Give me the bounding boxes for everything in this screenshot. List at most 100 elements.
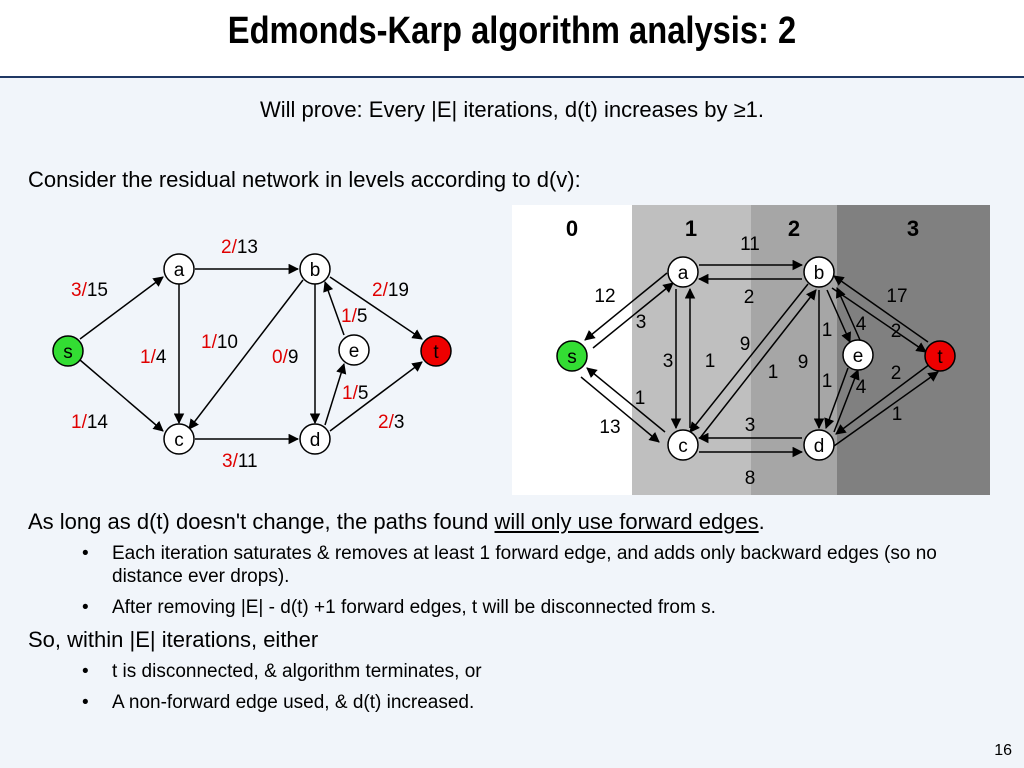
right-edge-e-b (836, 287, 861, 341)
left-edge-s-c (79, 359, 164, 432)
right-edge-d-e (833, 369, 860, 433)
left-node-t-label: t (433, 342, 439, 363)
right-label-be-upper: 1 (822, 320, 833, 341)
right-label-cd-top: 3 (745, 415, 756, 436)
right-label-ab-bottom: 2 (744, 287, 755, 308)
right-label-be-lower: 4 (856, 314, 867, 335)
left-node-d: d (299, 423, 331, 455)
bullet-text: t is disconnected, & algorithm terminate… (112, 661, 482, 682)
title-divider (0, 76, 1024, 78)
right-label-sc-outer: 13 (599, 417, 620, 438)
right-edge-labels: 11 2 12 3 17 2 3 1 9 1 1 4 9 1 4 13 1 3 … (594, 234, 907, 489)
bullet-symbol: • (82, 543, 89, 564)
forward-edges-paragraph: As long as d(t) doesn't change, the path… (28, 509, 765, 535)
right-edge-b-e (826, 289, 851, 343)
right-label-sa-outer: 12 (594, 286, 615, 307)
right-edge-s-c-fwd (580, 376, 660, 443)
left-edge-b-c (188, 279, 304, 430)
intro-text: Consider the residual network in levels … (28, 167, 581, 192)
left-edge-s-a (79, 276, 164, 340)
left-label-d-t: 2/3 (378, 412, 404, 433)
right-label-bd: 9 (798, 352, 809, 373)
left-label-b-c: 1/10 (201, 332, 238, 353)
left-node-b: b (299, 253, 331, 285)
left-edge-d-e (324, 362, 347, 426)
page-number: 16 (994, 742, 1012, 759)
right-edge-b-t-fwd (831, 287, 927, 353)
left-label-a-c: 1/4 (140, 347, 167, 368)
right-label-bt-inner: 2 (891, 321, 902, 342)
left-edge-e-b (323, 281, 345, 336)
left-label-b-t: 2/19 (372, 280, 409, 301)
left-node-s: s (52, 335, 84, 367)
right-label-ac-left: 3 (663, 351, 674, 372)
left-label-s-a: 3/15 (71, 280, 108, 301)
para1-text: As long as d(t) doesn't change, the path… (28, 509, 495, 534)
left-edge-labels: 2/13 3/15 2/19 1/5 1/10 1/4 0/9 1/5 1/14… (71, 237, 409, 472)
right-label-cd-bottom: 8 (745, 468, 756, 489)
bullet-item: • After removing |E| - d(t) +1 forward e… (82, 596, 982, 620)
left-label-e-b: 1/5 (341, 306, 367, 327)
right-edge-e-d (824, 367, 849, 429)
right-node-b-label: b (814, 263, 825, 284)
left-edge-d-t (329, 361, 423, 432)
level-header-2: 2 (788, 216, 800, 241)
right-edge-a-s (584, 272, 668, 341)
left-flow-network (79, 263, 423, 445)
conclusion-paragraph: So, within |E| iterations, either (28, 627, 319, 652)
left-label-d-e: 1/5 (342, 383, 368, 404)
left-node-t: t (420, 335, 452, 367)
right-edge-s-a-back (592, 282, 674, 349)
bullet-symbol: • (82, 692, 89, 713)
right-label-dt-upper: 2 (891, 363, 902, 384)
right-node-t-label: t (937, 347, 943, 368)
left-node-c: c (163, 423, 195, 455)
right-node-e: e (842, 339, 874, 371)
right-edge-c-s (586, 367, 666, 433)
right-level-headers: 0 1 2 3 (566, 216, 919, 241)
right-label-bc-upper: 9 (740, 334, 751, 355)
left-edge-b-t (329, 276, 423, 340)
bullet-symbol: • (82, 597, 89, 618)
right-node-c-label: c (678, 436, 688, 457)
right-node-d: d (803, 429, 835, 461)
right-node-a: a (667, 256, 699, 288)
right-label-ed-lower: 4 (856, 377, 867, 398)
left-node-c-label: c (174, 430, 184, 451)
left-node-s-label: s (63, 342, 73, 363)
right-label-ed-upper: 1 (822, 371, 833, 392)
right-label-ab-top: 11 (740, 234, 760, 255)
right-node-t: t (924, 340, 956, 372)
right-edge-t-b (833, 275, 929, 343)
left-node-a: a (163, 253, 195, 285)
level-header-3: 3 (907, 216, 919, 241)
level-header-0: 0 (566, 216, 578, 241)
right-edge-c-b (699, 289, 817, 439)
right-label-dt-lower: 1 (892, 404, 903, 425)
left-label-b-d: 0/9 (272, 347, 298, 368)
left-label-s-c: 1/14 (71, 412, 108, 433)
bullet-text: A non-forward edge used, & d(t) increase… (112, 692, 475, 713)
left-label-a-b: 2/13 (221, 237, 258, 258)
right-label-ac-right: 1 (705, 351, 716, 372)
bullet-symbol: • (82, 661, 89, 682)
right-label-sc-inner: 1 (635, 388, 646, 409)
right-label-sa-inner: 3 (636, 312, 647, 333)
right-node-b: b (803, 256, 835, 288)
bullet-text: After removing |E| - d(t) +1 forward edg… (112, 597, 716, 618)
level-header-1: 1 (685, 216, 697, 241)
left-node-d-label: d (310, 430, 321, 451)
para1-period: . (758, 509, 765, 534)
left-node-a-label: a (174, 260, 185, 281)
right-level-bands (512, 205, 990, 495)
left-node-e-label: e (349, 341, 360, 362)
right-label-bt-outer: 17 (886, 286, 907, 307)
right-nodes: s a b e t c d (556, 256, 956, 461)
right-node-c: c (667, 429, 699, 461)
right-edge-t-d (835, 363, 931, 435)
right-node-s-label: s (567, 347, 577, 368)
para1-underlined-text: will only use forward edges (494, 509, 759, 534)
slide-title: Edmonds-Karp algorithm analysis: 2 (227, 10, 797, 52)
left-label-c-d: 3/11 (222, 451, 258, 472)
right-edge-d-t (833, 371, 939, 447)
